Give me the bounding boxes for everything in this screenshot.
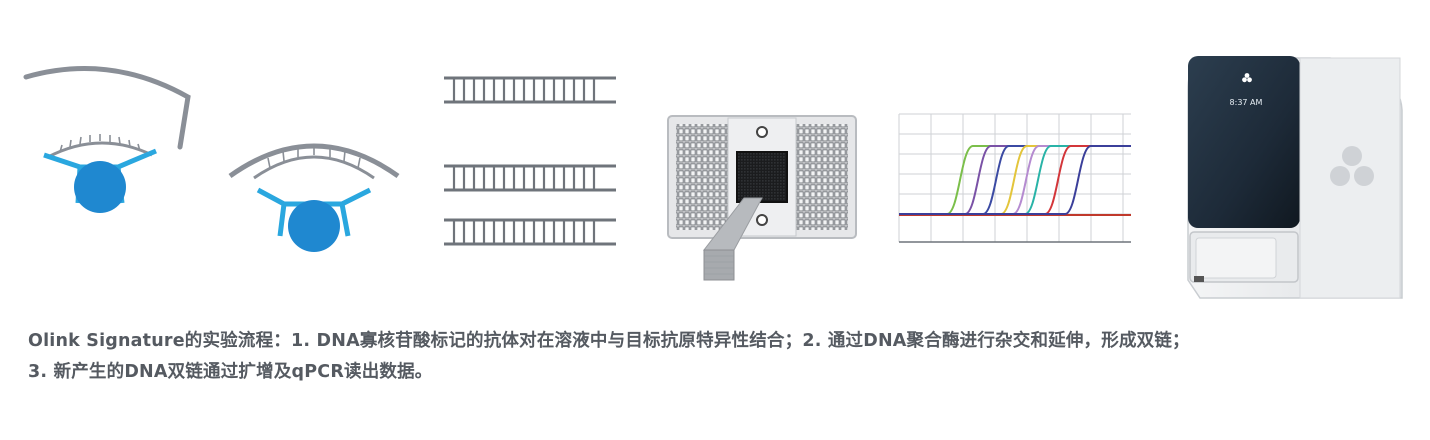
qpcr-amplification-curves-chart: [898, 113, 1131, 243]
olink-logo-icon: [1242, 73, 1252, 83]
microfluidic-chip-icon: [667, 115, 857, 281]
caption-line-2: 3. 新产生的DNA双链通过扩增及qPCR读出数据。: [28, 362, 433, 382]
antibody-probe-bound-icon: [23, 66, 191, 213]
signature-instrument-icon: [1187, 56, 1403, 299]
workflow-caption: Olink Signature的实验流程：1. DNA寡核苷酸标记的抗体对在溶液…: [28, 326, 1408, 388]
caption-line-1: Olink Signature的实验流程：1. DNA寡核苷酸标记的抗体对在溶液…: [28, 331, 1190, 351]
instrument-screen-time: 8:37 AM: [1229, 98, 1263, 107]
antibody-probe-pair-icon: [228, 143, 400, 252]
dna-double-strand-icon: [444, 76, 616, 246]
workflow-illustration: 8:37 AM: [23, 56, 1403, 299]
